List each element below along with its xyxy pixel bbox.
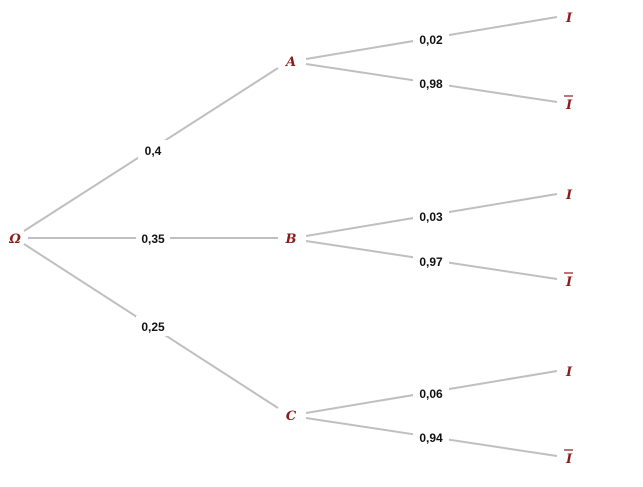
node-b-i: I	[565, 188, 573, 203]
node-b: B	[285, 232, 297, 247]
prob-root-c: 0,25	[141, 320, 165, 334]
prob-b-ibar: 0,97	[419, 255, 443, 269]
node-a: A	[284, 55, 296, 70]
prob-b-i: 0,03	[419, 210, 443, 224]
node-a-i: I	[565, 11, 573, 26]
node-c-ibar: I	[565, 452, 573, 467]
prob-root-b: 0,35	[141, 232, 165, 246]
prob-a-i: 0,02	[419, 33, 443, 47]
node-c: C	[286, 409, 297, 424]
prob-root-a: 0,4	[145, 144, 162, 158]
node-a-ibar: I	[565, 98, 573, 113]
node-c-i: I	[565, 365, 573, 380]
prob-c-i: 0,06	[419, 387, 443, 401]
node-root-omega: Ω	[8, 232, 21, 247]
prob-a-ibar: 0,98	[419, 77, 443, 91]
node-b-ibar: I	[565, 275, 573, 290]
prob-c-ibar: 0,94	[419, 431, 443, 445]
